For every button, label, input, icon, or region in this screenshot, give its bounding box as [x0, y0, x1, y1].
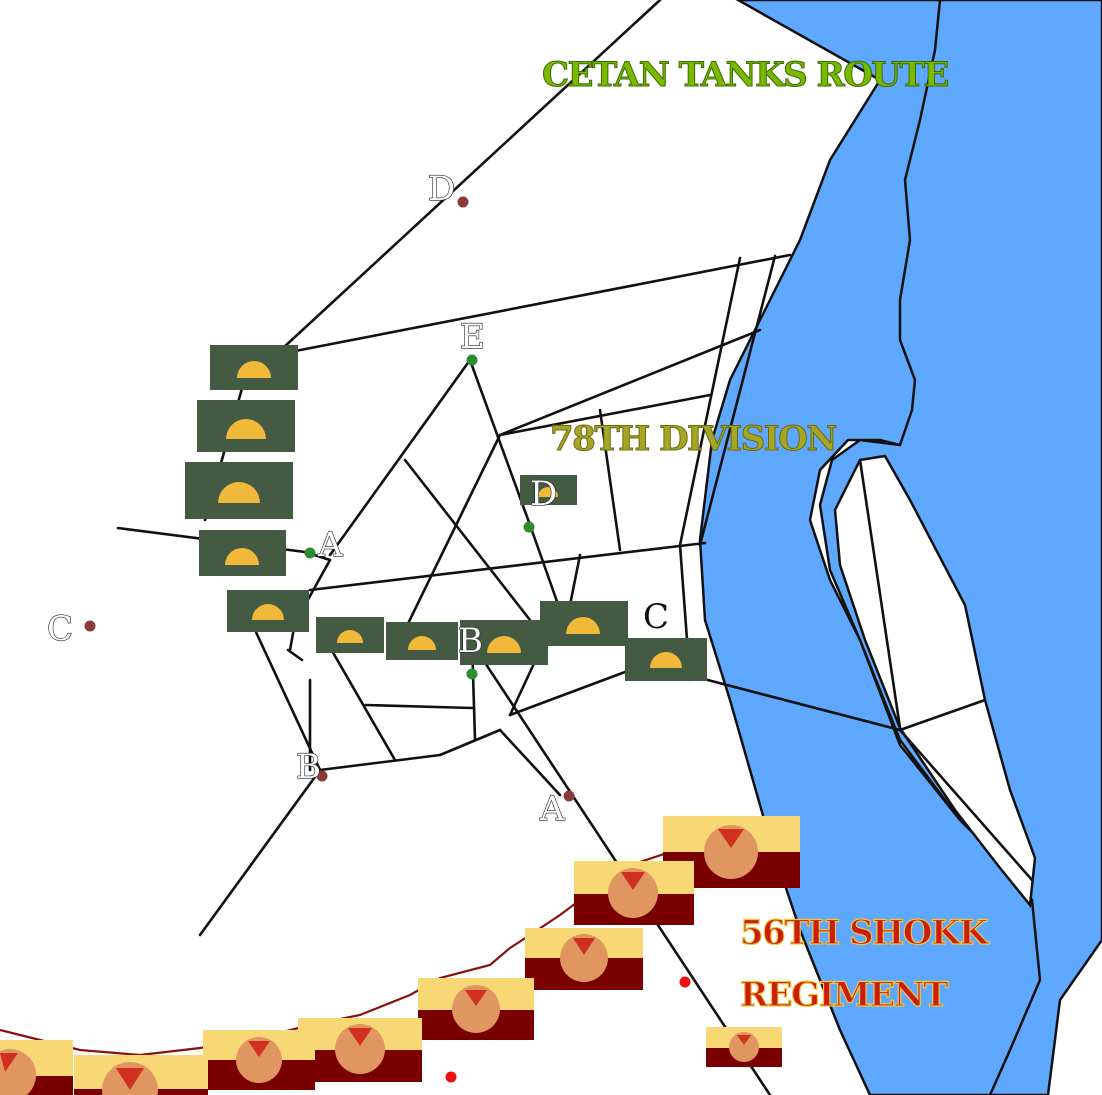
division-unit-icon	[225, 548, 259, 565]
division-unit-icon	[337, 630, 363, 643]
division-unit-icon	[487, 636, 521, 653]
green-point-label: A	[317, 525, 343, 565]
red-point-d[interactable]	[457, 196, 469, 208]
division-unit-icon	[252, 604, 284, 620]
division-unit-icon	[408, 636, 436, 650]
regiment-unit-icon	[348, 1028, 372, 1046]
division-unit[interactable]	[199, 530, 286, 576]
regiment-unit-icon	[116, 1068, 144, 1090]
division-units	[185, 345, 707, 681]
division-unit-icon	[237, 361, 271, 378]
regiment-unit[interactable]	[74, 1055, 208, 1095]
front-line	[0, 818, 761, 1057]
division-unit[interactable]	[185, 462, 293, 519]
red-point-label: B	[296, 747, 321, 787]
green-point-a[interactable]	[304, 547, 316, 559]
regiment-unit[interactable]	[574, 861, 694, 925]
green-point-label: C	[643, 597, 669, 637]
division-label: 78TH DIVISION	[550, 419, 836, 459]
green-point-b[interactable]	[466, 668, 478, 680]
regiment-unit-icon	[573, 938, 595, 955]
road-network	[116, 0, 1034, 1095]
division-unit[interactable]	[625, 638, 707, 681]
division-unit[interactable]	[227, 590, 309, 632]
tanks-route-label: CETAN TANKS ROUTE	[542, 55, 948, 95]
green-point-d[interactable]	[523, 521, 535, 533]
division-unit[interactable]	[460, 620, 548, 665]
bright-red-point[interactable]	[679, 976, 691, 988]
red-point-a[interactable]	[563, 790, 575, 802]
regiment-unit-icon	[248, 1041, 270, 1057]
regiment-unit-icon	[465, 990, 487, 1006]
red-point-label: C	[47, 609, 73, 649]
regiment-unit[interactable]	[418, 978, 534, 1040]
bright-red-point[interactable]	[445, 1071, 457, 1083]
regiment-unit-icon	[737, 1035, 751, 1045]
green-point-label: D	[530, 474, 557, 514]
red-point-c[interactable]	[84, 620, 96, 632]
division-unit[interactable]	[210, 345, 298, 390]
point-labels: D C B A E A B D C	[46, 168, 669, 829]
red-point-label: D	[428, 169, 455, 209]
regiment-unit-icon	[621, 872, 645, 890]
division-unit[interactable]	[197, 400, 295, 452]
regiment-unit[interactable]	[203, 1030, 315, 1090]
point-markers	[84, 196, 691, 1083]
red-point-b[interactable]	[316, 770, 328, 782]
division-unit-icon	[650, 652, 682, 668]
regiment-unit[interactable]	[298, 1018, 422, 1082]
regiment-units	[0, 816, 800, 1095]
division-unit[interactable]	[540, 601, 628, 646]
regiment-label-line2: REGIMENT	[740, 975, 948, 1015]
green-point-label: E	[460, 317, 485, 357]
regiment-unit-icon	[718, 829, 744, 848]
green-point-label: B	[458, 621, 483, 661]
regiment-unit[interactable]	[706, 1027, 782, 1067]
division-unit-icon	[538, 487, 558, 497]
red-point-label: A	[539, 789, 565, 829]
regiment-label-line1: 56TH SHOKK	[740, 913, 990, 953]
regiment-unit[interactable]	[0, 1040, 73, 1095]
regiment-unit-icon	[0, 1053, 18, 1072]
river-island	[833, 454, 1037, 909]
division-unit[interactable]	[386, 622, 458, 660]
division-unit-icon	[226, 419, 266, 439]
division-unit[interactable]	[316, 617, 384, 653]
division-unit-icon	[566, 617, 600, 634]
division-unit[interactable]	[520, 475, 577, 505]
division-unit-icon	[218, 482, 260, 503]
green-point-e[interactable]	[466, 354, 478, 366]
regiment-unit[interactable]	[525, 928, 643, 990]
